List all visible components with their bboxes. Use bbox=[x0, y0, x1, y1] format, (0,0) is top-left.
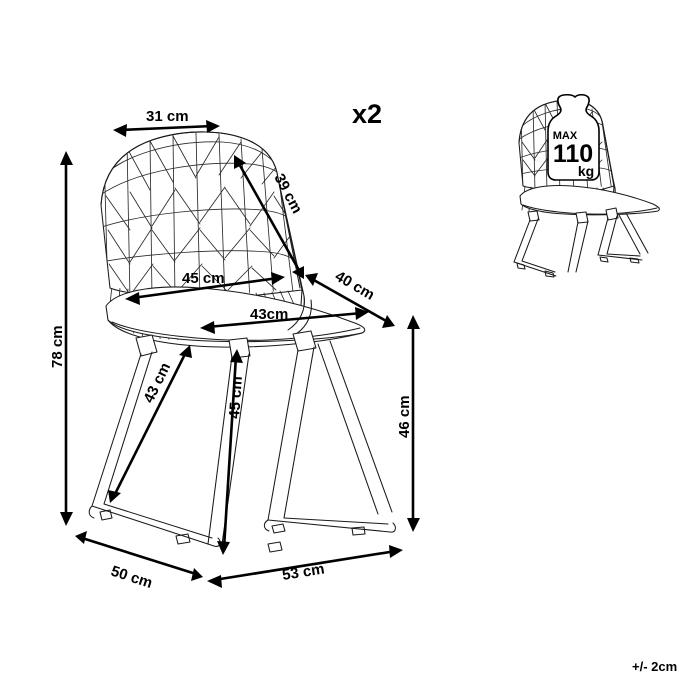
dimension-seat-height-rear: 45 cm bbox=[217, 349, 246, 555]
dimension-label: 78 cm bbox=[49, 325, 66, 368]
dimension-label: 40 cm bbox=[332, 268, 377, 304]
dimension-label: 53 cm bbox=[281, 561, 326, 584]
dimension-backrest-width: 31 cm bbox=[113, 108, 220, 137]
dimension-label: 45 cm bbox=[182, 270, 225, 287]
dimension-base-width: 53 cm bbox=[207, 545, 403, 588]
dimension-label: 31 cm bbox=[146, 108, 189, 125]
quantity-label: x2 bbox=[352, 99, 382, 129]
dimension-label: 43cm bbox=[250, 306, 288, 323]
dimension-seat-width-front: 43cm bbox=[200, 306, 369, 334]
weight-unit: kg bbox=[578, 163, 594, 179]
dimension-leg-length: 43 cm bbox=[108, 345, 192, 503]
dimension-label: 39 cm bbox=[270, 171, 305, 217]
inset-legs bbox=[513, 212, 649, 278]
tolerance-note: +/- 2cm bbox=[632, 659, 677, 674]
dimension-seat-height: 46 cm bbox=[396, 315, 420, 532]
chair-load-inset-icon: MAX 110 kg bbox=[513, 93, 660, 278]
weight-icon: MAX 110 kg bbox=[547, 93, 600, 181]
chair-legs bbox=[88, 340, 396, 553]
dimension-total-height: 78 cm bbox=[49, 151, 73, 526]
weight-max-label: MAX bbox=[553, 130, 578, 142]
weight-value: 110 bbox=[553, 140, 593, 168]
dimension-seat-width-upper: 45 cm bbox=[125, 270, 285, 305]
dimension-base-depth: 50 cm bbox=[75, 531, 203, 592]
dimension-label: 50 cm bbox=[109, 563, 155, 592]
dimension-label: 46 cm bbox=[396, 395, 413, 438]
leg-caps bbox=[135, 330, 317, 359]
seat-pan bbox=[105, 286, 366, 343]
chair-outline-icon bbox=[88, 131, 396, 553]
dimension-label: 45 cm bbox=[226, 376, 246, 420]
